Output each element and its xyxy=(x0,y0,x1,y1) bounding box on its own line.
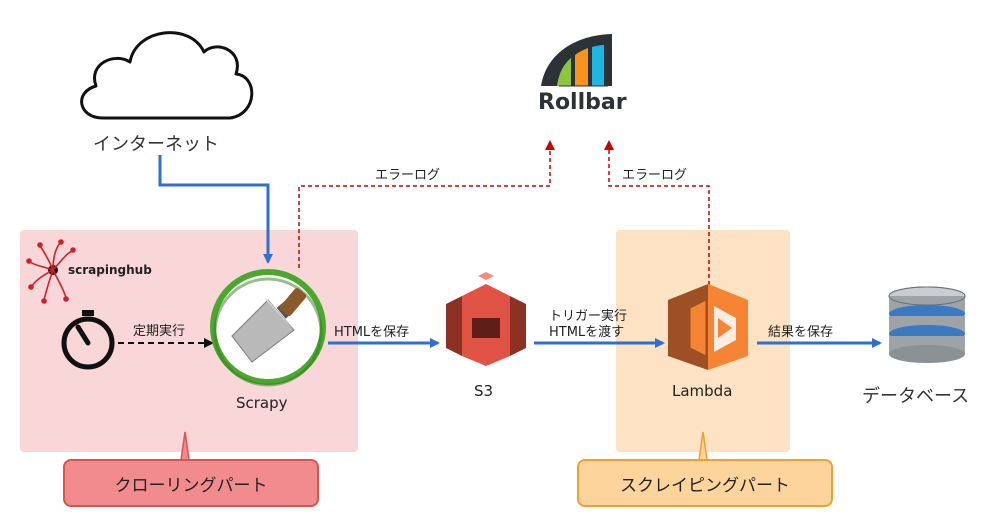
database-icon xyxy=(888,286,966,363)
rollbar-label: Rollbar xyxy=(538,90,627,115)
trigger-label-line2: HTMLを渡す xyxy=(549,325,625,340)
save-html-label: HTMLを保存 xyxy=(334,325,410,340)
crawling-part-callout: クローリングパート xyxy=(63,459,319,507)
scrapinghub-icon xyxy=(26,239,76,304)
scraping-part-label: スクレイピングパート xyxy=(620,475,790,496)
error-log-label-lambda: エラーログ xyxy=(622,168,688,183)
s3-icon xyxy=(446,272,526,366)
internet-label: インターネット xyxy=(93,134,219,155)
trigger-label-line1: トリガー実行 xyxy=(549,309,628,324)
scraping-part-callout: スクレイピングパート xyxy=(577,459,833,507)
database-label: データベース xyxy=(862,386,970,407)
rollbar-logo xyxy=(541,34,612,87)
timer-icon xyxy=(61,310,115,370)
cron-label: 定期実行 xyxy=(133,324,186,339)
scrapy-icon xyxy=(210,269,326,387)
scrapinghub-label: scrapinghub xyxy=(68,263,152,277)
lambda-error-log-arrow xyxy=(604,140,710,285)
scrape-callout-pointer xyxy=(698,431,708,461)
lambda-label: Lambda xyxy=(672,382,733,400)
internet-to-scrapy-arrow xyxy=(158,155,273,264)
scrapy-error-log-arrow xyxy=(298,140,555,268)
s3-label: S3 xyxy=(474,382,494,400)
crawling-part-label: クローリングパート xyxy=(114,475,268,496)
scrapy-label: Scrapy xyxy=(236,394,288,412)
save-result-label: 結果を保存 xyxy=(768,325,834,340)
cloud-icon xyxy=(80,31,254,120)
error-log-label-scrapy: エラーログ xyxy=(375,168,441,183)
crawl-callout-pointer xyxy=(180,431,190,461)
lambda-icon xyxy=(668,284,748,370)
